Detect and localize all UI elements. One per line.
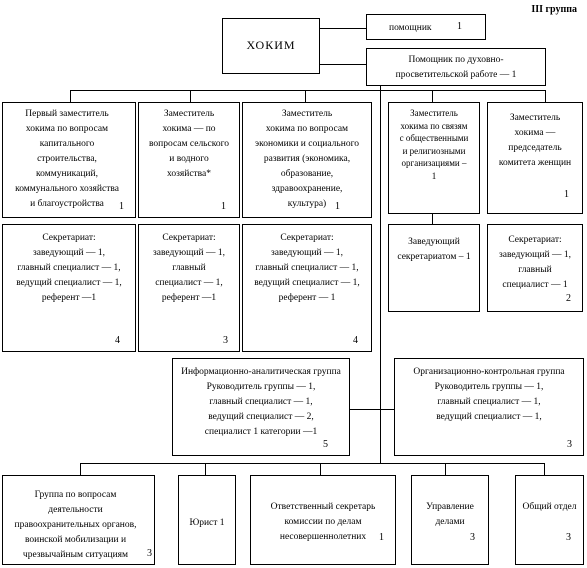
general-department-num: 3 bbox=[566, 532, 571, 543]
secretariat-2-text: Секретариат: заведующий — 1, главный спе… bbox=[152, 233, 226, 303]
connector bbox=[380, 68, 381, 463]
assistant-num: 1 bbox=[457, 21, 462, 32]
connector bbox=[445, 463, 446, 475]
info-group-box: Информационно-аналитическая группа Руков… bbox=[172, 358, 350, 456]
connector bbox=[545, 90, 546, 102]
deputy-1-text: Первый заместитель хокима по вопросам ка… bbox=[15, 109, 119, 209]
deputy-4-text: Заместитель хокима по связям с обществен… bbox=[399, 108, 469, 181]
secretariat-3-box: Секретариат: заведующий — 1, главный спе… bbox=[242, 224, 372, 352]
deputy-4-box: Заместитель хокима по связям с обществен… bbox=[388, 102, 480, 214]
connector bbox=[320, 28, 366, 29]
deputy-2-text: Заместитель хокима — по вопросам сельско… bbox=[148, 109, 230, 179]
deputy-2-box: Заместитель хокима — по вопросам сельско… bbox=[138, 102, 240, 218]
secretariat-5-box: Секретариат: заведующий — 1, главный спе… bbox=[487, 224, 583, 312]
secretariat-3-text: Секретариат: заведующий — 1, главный спе… bbox=[254, 233, 360, 303]
connector bbox=[190, 90, 191, 102]
control-group-num: 3 bbox=[567, 439, 572, 450]
connector bbox=[350, 409, 394, 410]
commission-secretary-num: 1 bbox=[379, 532, 384, 543]
connector bbox=[544, 463, 545, 475]
connector bbox=[70, 90, 71, 102]
law-enforcement-group-num: 3 bbox=[147, 548, 152, 559]
secretariat-4-text: Заведующий секретариатом – 1 bbox=[397, 237, 471, 262]
secretariat-2-num: 3 bbox=[223, 335, 228, 346]
commission-secretary-box: Ответственный секретарь комиссии по дела… bbox=[250, 475, 396, 565]
connector bbox=[432, 214, 433, 226]
control-group-text: Организационно-контрольная группа Руково… bbox=[413, 367, 565, 422]
hokim-title: ХОКИМ bbox=[246, 38, 296, 52]
deputy-1-num: 1 bbox=[119, 201, 124, 212]
connector bbox=[432, 90, 433, 102]
secretariat-1-text: Секретариат: заведующий — 1, главный спе… bbox=[16, 233, 122, 303]
connector bbox=[70, 90, 545, 91]
affairs-management-num: 3 bbox=[470, 532, 475, 543]
secretariat-5-num: 2 bbox=[566, 293, 571, 304]
group-label: III группа bbox=[531, 4, 577, 15]
law-enforcement-group-box: Группа по вопросам деятельности правоохр… bbox=[2, 475, 155, 565]
secretariat-5-text: Секретариат: заведующий — 1, главный спе… bbox=[498, 235, 572, 290]
lawyer-box: Юрист 1 bbox=[178, 475, 236, 565]
connector bbox=[320, 463, 321, 475]
secretariat-2-box: Секретариат: заведующий — 1, главный спе… bbox=[138, 224, 240, 352]
deputy-3-num: 1 bbox=[335, 201, 340, 212]
spiritual-assistant-box: Помощник по духовно- просветительской ра… bbox=[366, 48, 546, 86]
connector bbox=[80, 463, 81, 475]
deputy-5-text: Заместитель хокима — председатель комите… bbox=[498, 113, 572, 168]
commission-secretary-text: Ответственный секретарь комиссии по дела… bbox=[270, 502, 376, 542]
control-group-box: Организационно-контрольная группа Руково… bbox=[394, 358, 584, 456]
info-group-text: Информационно-аналитическая группа Руков… bbox=[181, 367, 341, 437]
general-department-text: Общий отдел bbox=[522, 502, 577, 512]
assistant-box: помощник 1 bbox=[366, 14, 486, 40]
deputy-1-box: Первый заместитель хокима по вопросам ка… bbox=[2, 102, 136, 218]
deputy-5-box: Заместитель хокима — председатель комите… bbox=[487, 102, 583, 214]
connector bbox=[320, 64, 366, 65]
deputy-3-text: Заместитель хокима по вопросам экономики… bbox=[255, 109, 359, 209]
deputy-3-box: Заместитель хокима по вопросам экономики… bbox=[242, 102, 372, 218]
connector bbox=[80, 463, 544, 464]
affairs-management-text: Управление делами bbox=[426, 502, 474, 527]
info-group-num: 5 bbox=[323, 439, 328, 450]
deputy-5-num: 1 bbox=[564, 189, 569, 200]
lawyer-text: Юрист 1 bbox=[189, 518, 225, 528]
secretariat-3-num: 4 bbox=[353, 335, 358, 346]
secretariat-1-box: Секретариат: заведующий — 1, главный спе… bbox=[2, 224, 136, 352]
general-department-box: Общий отдел 3 bbox=[515, 475, 584, 565]
connector bbox=[305, 90, 306, 102]
secretariat-1-num: 4 bbox=[115, 335, 120, 346]
spiritual-assistant-text: Помощник по духовно- просветительской ра… bbox=[395, 55, 517, 80]
connector bbox=[205, 463, 206, 475]
affairs-management-box: Управление делами 3 bbox=[411, 475, 489, 565]
hokim-box: ХОКИМ bbox=[222, 18, 320, 74]
assistant-text: помощник bbox=[389, 23, 432, 33]
secretariat-4-box: Заведующий секретариатом – 1 bbox=[388, 224, 480, 312]
law-enforcement-group-text: Группа по вопросам деятельности правоохр… bbox=[14, 490, 137, 560]
deputy-2-num: 1 bbox=[221, 201, 226, 212]
